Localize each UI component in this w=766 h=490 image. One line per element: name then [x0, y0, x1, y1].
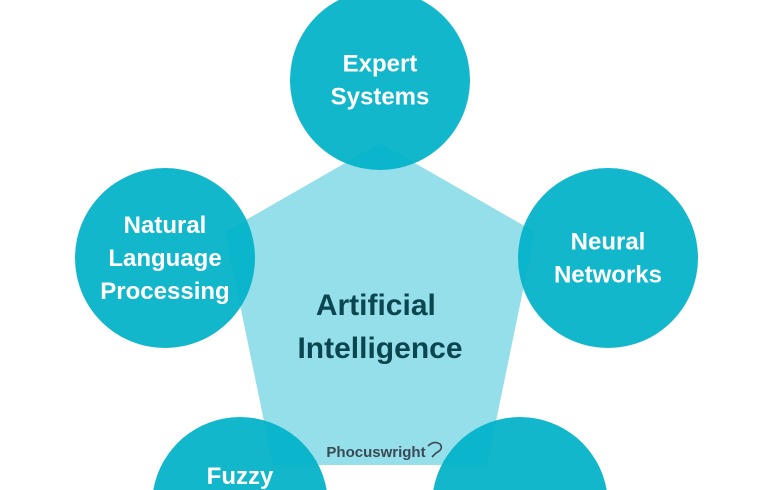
logo-mark-icon: [427, 441, 443, 458]
node-fuzzy: Fuzzy: [153, 416, 327, 490]
node-label: Fuzzy: [207, 463, 274, 490]
node-circle: [518, 168, 698, 348]
center-pentagon: [225, 143, 535, 465]
center-label: Artificial Intelligence: [297, 289, 462, 365]
node-circle: [153, 416, 327, 490]
node-circle: [433, 417, 607, 490]
phocuswright-logo: Phocuswright: [326, 444, 425, 461]
node-circle: [290, 0, 470, 170]
node-circle: [75, 168, 255, 348]
node-bottom-right: [433, 417, 607, 490]
